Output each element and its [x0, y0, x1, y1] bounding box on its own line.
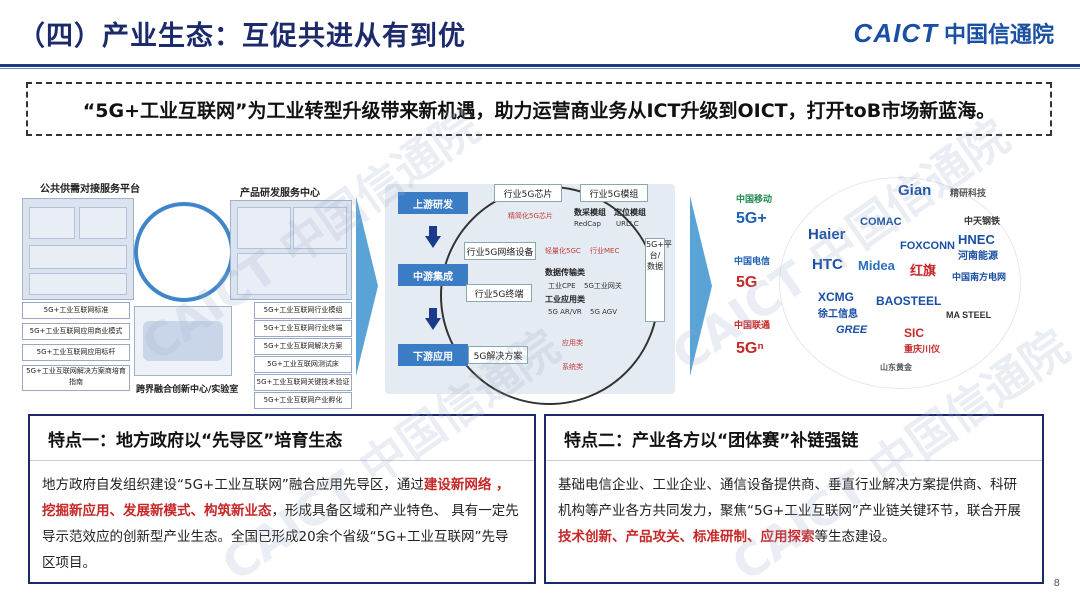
brand-gian: Gian [898, 182, 932, 199]
banner-text: “5G+工业互联网”为工业转型升级带来新机遇，助力运营商业务从ICT升级到OIC… [82, 99, 996, 122]
down-arrow-stem [429, 226, 437, 236]
body-text: ，形成具备区域和产业特色、 具有一定先导示范效应的创新型产业生态。全国已形成20… [42, 503, 519, 571]
chevron-right-icon [356, 196, 378, 376]
feature-card-2-body: 基础电信企业、工业企业、通信设备提供商、垂直行业解决方案提供商、科研机构等产业各… [558, 472, 1030, 550]
brand-5g-plus: 5G+ [736, 210, 767, 227]
right-item: 5G+工业互联网产业孵化 [254, 392, 352, 409]
feature-card-1-body: 地方政府自发组织建设“5G+工业互联网”融合应用先导区，通过建设新网络 ，挖掘新… [42, 472, 522, 576]
midstream-note: 工业CPE [548, 282, 576, 290]
upstream-note: RedCap [574, 220, 601, 228]
header-divider-thin [0, 68, 1080, 69]
left-item: 5G+工业互联网标准 [22, 302, 130, 319]
brand-china-telecom: 中国电信 [734, 256, 771, 266]
header-divider [0, 64, 1080, 67]
platform-data-label: 5G+平台/数据 [645, 238, 672, 322]
feature-card-2: 特点二：产业各方以“团体赛”补链强链 基础电信企业、工业企业、通信设备提供商、垂… [544, 414, 1044, 584]
feature-card-1: 特点一：地方政府以“先导区”培育生态 地方政府自发组织建设“5G+工业互联网”融… [28, 414, 536, 584]
brand-jingyan: 精研科技 [950, 188, 987, 198]
left-ecosystem-diagram: 公共供需对接服务平台 产品研发服务中心 5G+工业互联网标准 5G+工业互联网应… [22, 178, 352, 409]
midstream-note: 5G工业网关 [584, 282, 622, 290]
lab-caption: 跨界融合创新中心/实验室 [136, 385, 239, 395]
brand-5g: 5G [736, 274, 758, 291]
stage-midstream: 中游集成 [398, 264, 468, 286]
module-box: 行业5G模组 [580, 184, 648, 202]
downstream-note: 系统类 [562, 363, 583, 371]
brand-csg: 中国南方电网 [952, 272, 1007, 282]
downstream-note: 应用类 [562, 339, 583, 347]
feature-card-1-title: 特点一：地方政府以“先导区”培育生态 [30, 416, 534, 461]
logo-cn-text: 中国信通院 [943, 23, 1054, 48]
right-item: 5G+工业互联网行业模组 [254, 302, 352, 319]
logo-en-text: CAICT [853, 17, 938, 48]
brand-zenith: 中天钢铁 [964, 216, 1001, 226]
midstream-note: 轻量化5GC [545, 247, 581, 255]
midstream-note: 数据传输类 [545, 268, 585, 277]
body-text: 等生态建设。 [814, 529, 896, 545]
right-item-list: 5G+工业互联网行业模组 5G+工业互联网行业终端 5G+工业互联网解决方案 5… [254, 302, 352, 409]
right-item: 5G+工业互联网解决方案 [254, 338, 352, 355]
feature-card-2-title: 特点二：产业各方以“团体赛”补链强链 [546, 416, 1042, 461]
brand-midea: Midea [858, 258, 895, 273]
upstream-note: 数采模组 [574, 208, 606, 217]
brand-baosteel: BAOSTEEL [876, 294, 942, 308]
upstream-note: URLLC [616, 220, 639, 228]
brand-xcmg-info: 徐工信息 [818, 309, 858, 320]
brand-hongqi: 红旗 [910, 263, 937, 278]
right-item: 5G+工业互联网行业终端 [254, 320, 352, 337]
key-message-banner: “5G+工业互联网”为工业转型升级带来新机遇，助力运营商业务从ICT升级到OIC… [26, 82, 1052, 136]
brand-sic: SIC [904, 326, 925, 340]
brand-gree: GREE [836, 324, 868, 336]
page-number: 8 [1053, 578, 1060, 589]
brand-htc: HTC [812, 256, 843, 273]
left-item: 5G+工业互联网应用商业模式 [22, 323, 130, 340]
midstream-note: 5G AR/VR [548, 308, 582, 316]
midstream-note: 5G AGV [590, 308, 617, 316]
left-item: 5G+工业互联网解决方案商培育指南 [22, 365, 130, 391]
platform-label: 公共供需对接服务平台 [40, 184, 140, 195]
brand-shandong-gold: 山东黄金 [880, 363, 912, 372]
left-item: 5G+工业互联网应用标杆 [22, 344, 130, 361]
brand-haier: Haier [808, 226, 846, 243]
lab-illustration [134, 306, 232, 376]
rd-center-screenshot [230, 200, 352, 300]
terminal-box: 行业5G终端 [466, 284, 532, 302]
down-arrow-icon [425, 318, 441, 330]
upstream-note: 精简化5G芯片 [508, 212, 553, 220]
page-title: （四）产业生态：互促共进从有到优 [18, 21, 466, 52]
body-text: 地方政府自发组织建设“5G+工业互联网”融合应用先导区，通过 [42, 477, 424, 493]
brand-masteel: MA STEEL [946, 310, 992, 320]
left-item-list: 5G+工业互联网标准 5G+工业互联网应用商业模式 5G+工业互联网应用标杆 5… [22, 302, 130, 391]
chevron-right-icon [690, 196, 712, 376]
right-item: 5G+工业互联网关键技术验证 [254, 374, 352, 391]
brand-comac: COMAC [860, 216, 902, 228]
down-arrow-stem [429, 308, 437, 318]
brand-hnec: HNEC [958, 232, 995, 247]
network-device-box: 行业5G网络设备 [464, 242, 536, 260]
brand-cmcc: 中国移动 [736, 194, 773, 204]
platform-screenshot [22, 198, 134, 300]
brand-china-unicom: 中国联通 [734, 320, 771, 330]
solution-box: 5G解决方案 [468, 346, 528, 364]
brand-xcmg: XCMG [818, 290, 854, 304]
right-item: 5G+工业互联网测试床 [254, 356, 352, 373]
stage-upstream: 上游研发 [398, 192, 468, 214]
body-highlight: 技术创新、产品攻关、标准研制、应用探索 [558, 529, 815, 545]
brand-henan-energy: 河南能源 [958, 251, 998, 262]
upstream-note: 定位模组 [614, 208, 646, 217]
brand-5gn: 5Gⁿ [736, 340, 764, 357]
brand-chuanyi: 重庆川仪 [904, 344, 941, 354]
down-arrow-icon [425, 236, 441, 248]
midstream-note: 工业应用类 [545, 295, 585, 304]
brand-foxconn: FOXCONN [900, 240, 955, 252]
partner-brand-cloud [780, 178, 1020, 388]
body-text: 基础电信企业、工业企业、通信设备提供商、垂直行业解决方案提供商、科研机构等产业各… [558, 477, 1021, 519]
body-highlight: 建设新网络 ，挖掘新应用、发展新模式、构筑新业态 [42, 477, 510, 519]
chip-box: 行业5G芯片 [494, 184, 562, 202]
caict-logo: CAICT 中国信通院 [854, 16, 1054, 50]
midstream-note: 行业MEC [590, 247, 620, 255]
stage-downstream: 下游应用 [398, 344, 468, 366]
rd-center-label: 产品研发服务中心 [240, 188, 320, 199]
